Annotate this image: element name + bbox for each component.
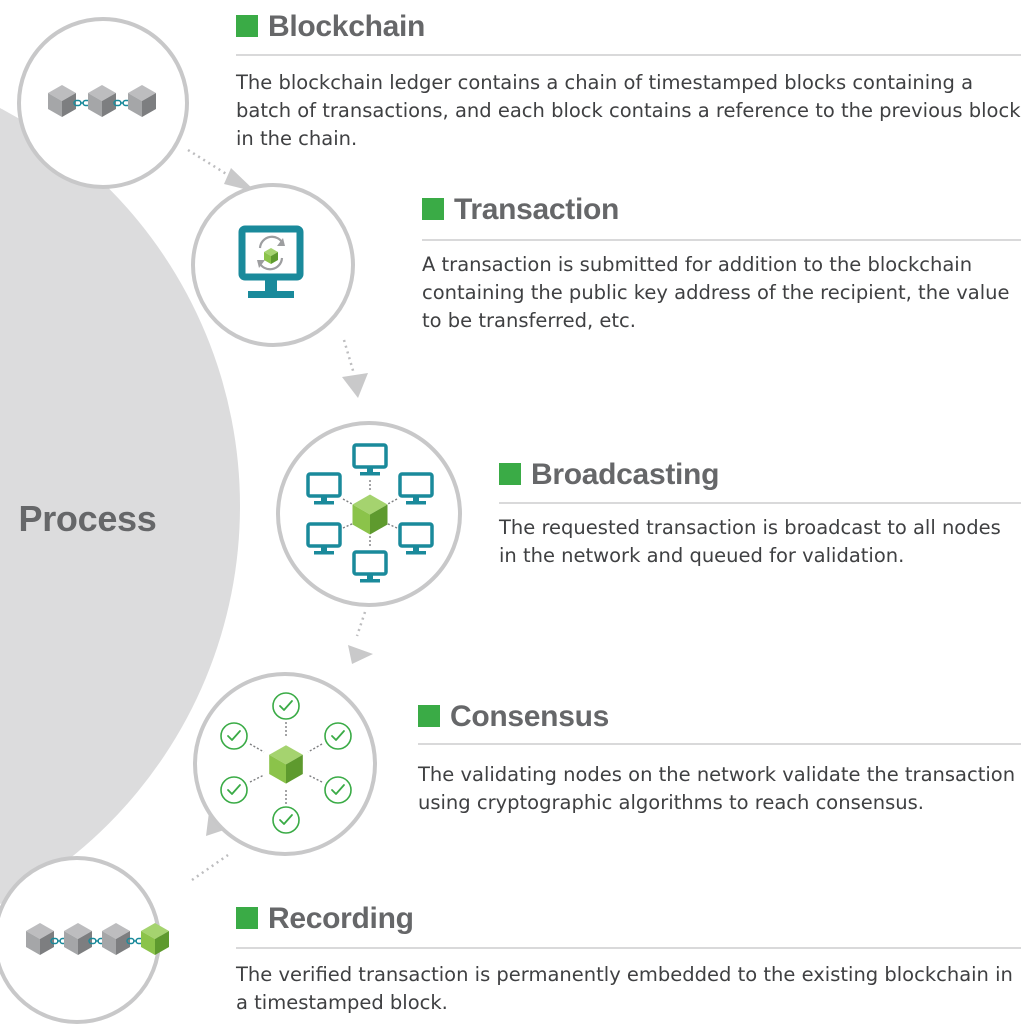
step-description-consensus: The validating nodes on the network vali… [418,763,1016,814]
step-circle-consensus [193,672,377,856]
step-circle-blockchain [17,17,189,189]
step-title-broadcasting: Broadcasting [499,458,719,492]
divider [236,54,1021,56]
process-center-label: Process [18,498,157,539]
network-broadcast-icon [306,443,434,585]
connector-1 [187,148,256,192]
divider [236,947,1021,949]
connector-2 [342,339,368,398]
consensus-check-icon [220,692,352,834]
step-circle-transaction [191,183,355,347]
monitor-sync-icon [238,225,304,298]
step-title-consensus: Consensus [418,700,609,734]
blockchain-chain-icon [48,85,156,117]
divider [499,502,1021,504]
green-square-icon [422,198,444,220]
step-description-blockchain: The blockchain ledger contains a chain o… [236,71,1021,150]
step-title-text: Transaction [454,193,620,226]
green-square-icon [499,463,521,485]
connector-3 [348,611,373,664]
step-description-broadcasting: The requested transaction is broadcast t… [499,516,1001,567]
connector-5 [191,853,229,882]
step-circle-recording [0,856,169,1024]
green-square-icon [418,705,440,727]
step-description-recording: The verified transaction is permanently … [236,963,1013,1014]
step-title-transaction: Transaction [422,193,619,227]
step-title-recording: Recording [236,902,414,936]
step-title-text: Consensus [450,700,610,733]
process-backdrop [0,108,240,904]
step-description-transaction: A transaction is submitted for addition … [422,253,1010,332]
divider [422,239,1021,241]
divider [418,743,1021,745]
step-title-text: Blockchain [268,10,426,43]
step-title-blockchain: Blockchain [236,10,425,44]
step-title-text: Broadcasting [531,458,720,491]
green-square-icon [236,15,258,37]
step-circle-broadcasting [276,421,462,607]
step-title-text: Recording [268,902,414,935]
green-square-icon [236,907,258,929]
